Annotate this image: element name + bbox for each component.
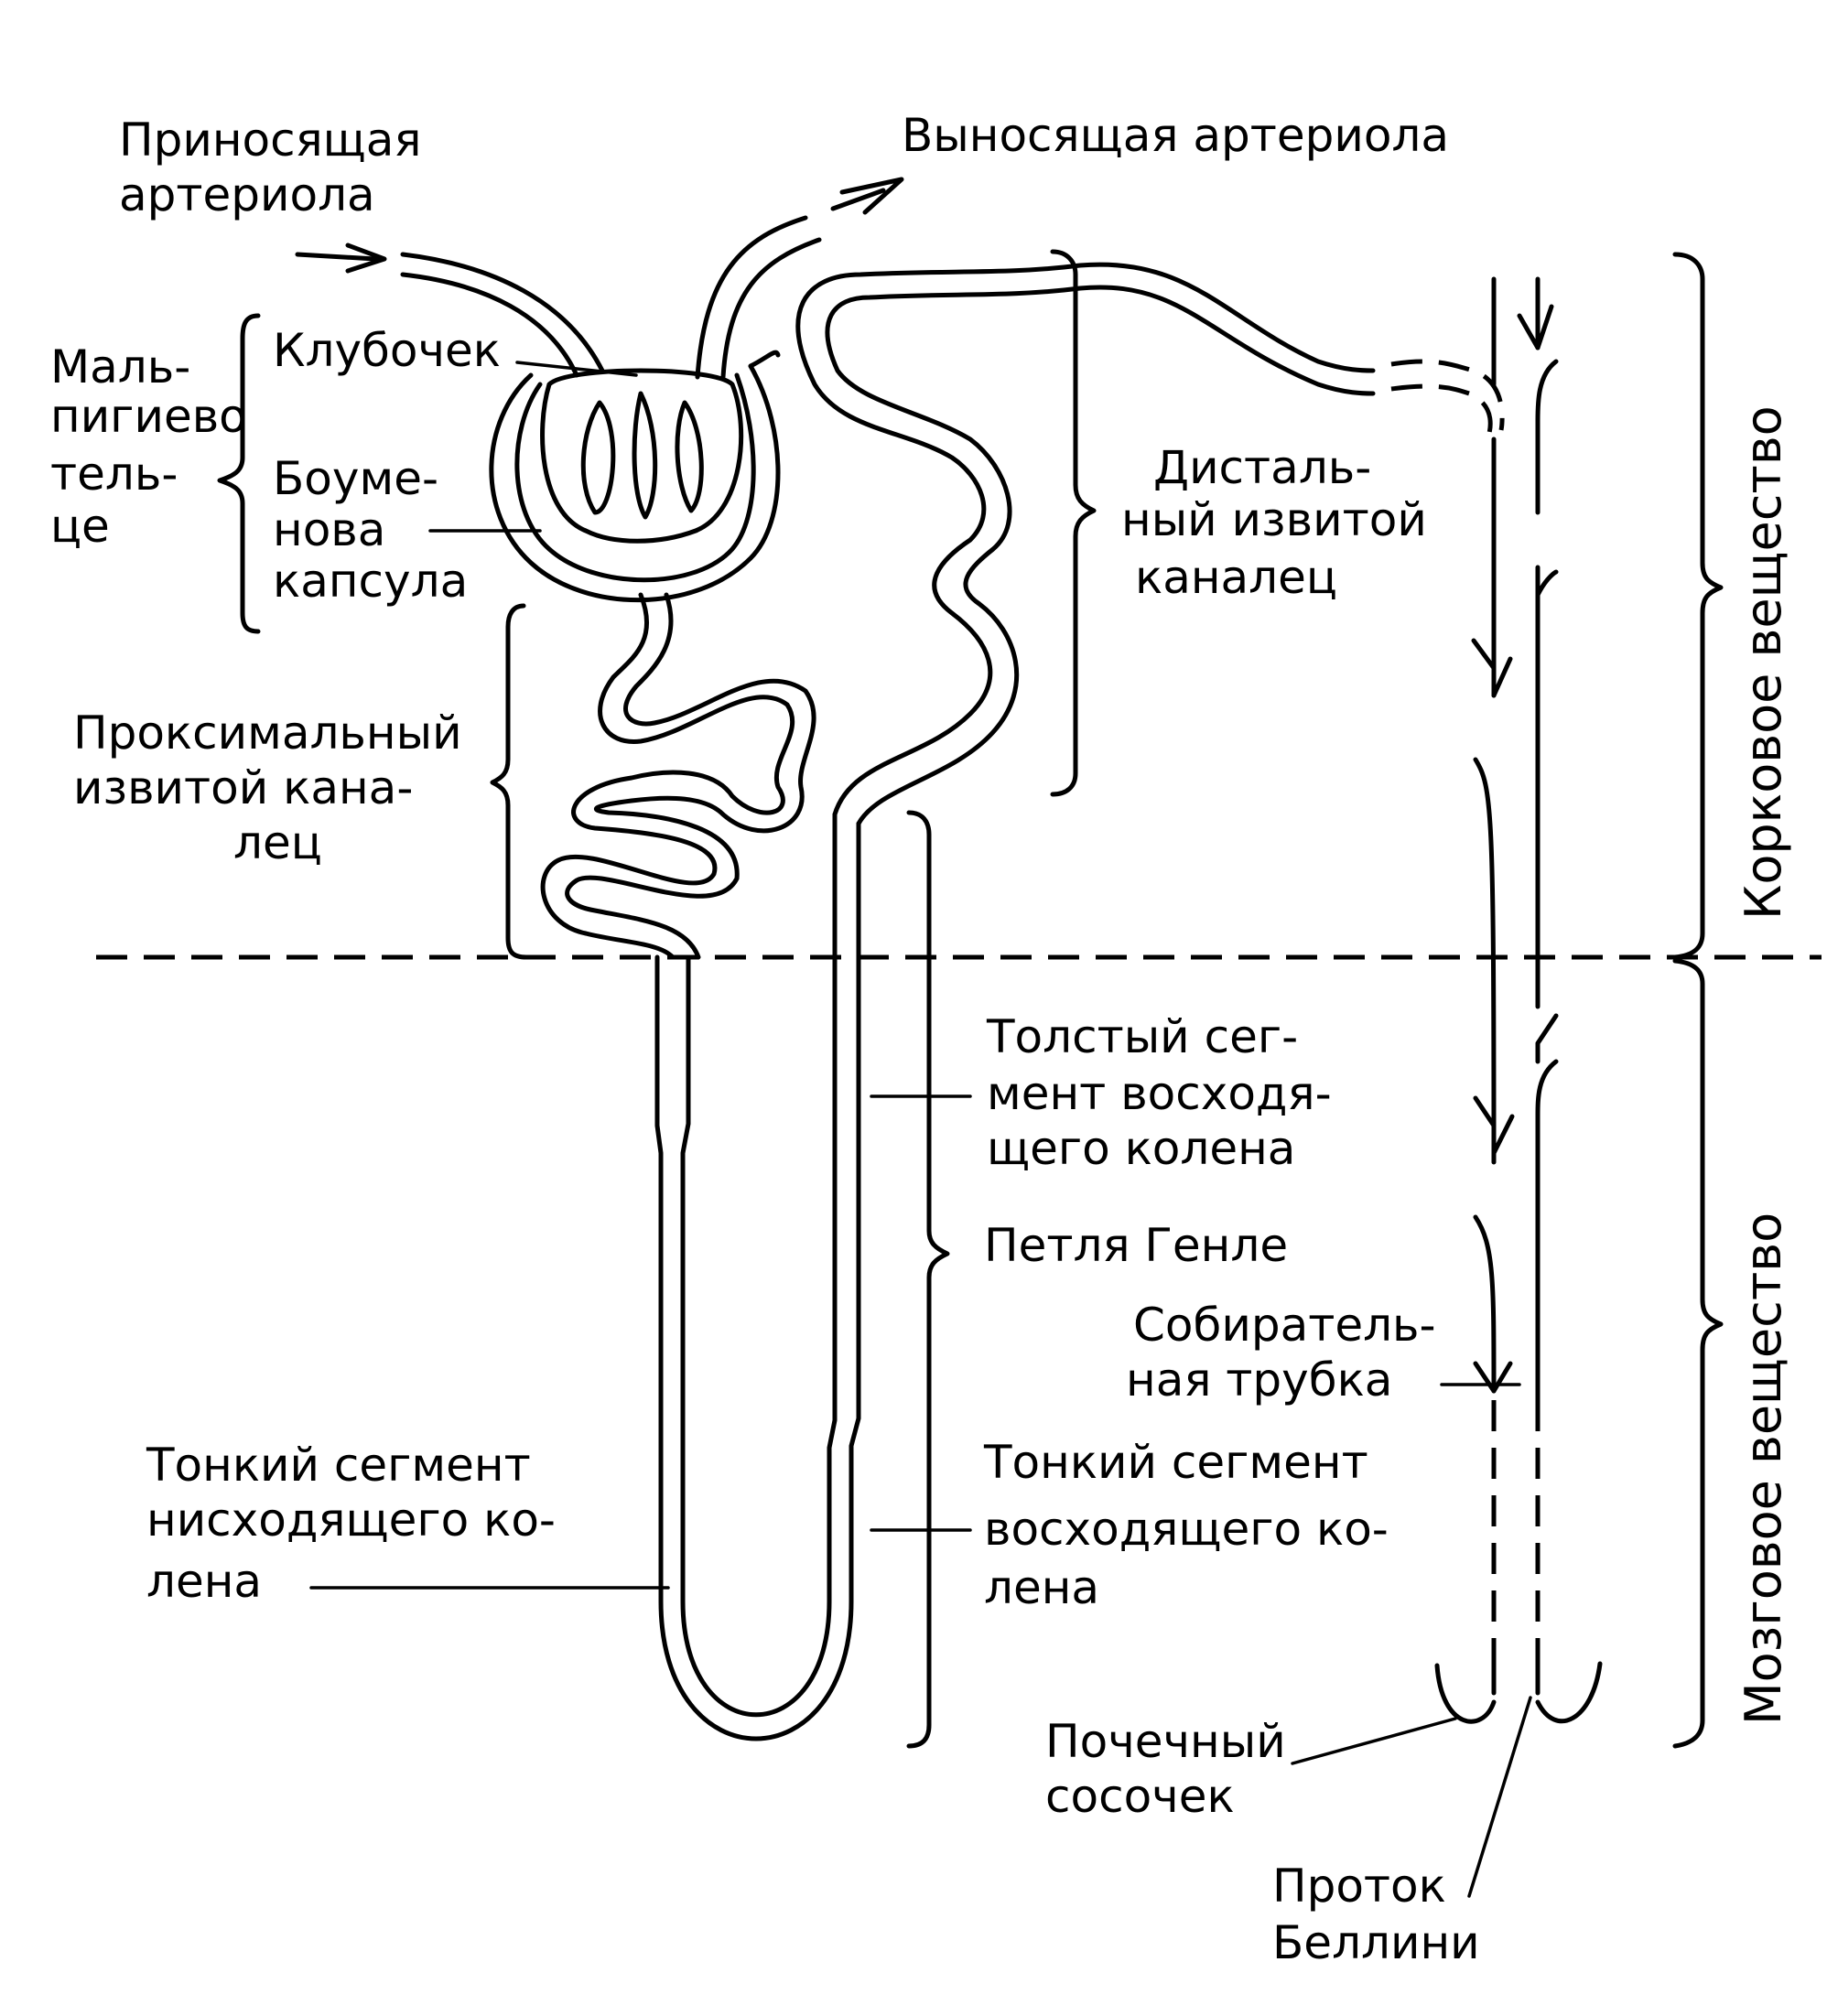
bowman-label-3: капсула [273, 555, 468, 608]
malpighian-label-2: пигиево [50, 390, 247, 443]
proximal-label-3: лец [233, 816, 322, 869]
glomerulus-leader [515, 361, 638, 377]
distal-tubule [795, 262, 1505, 826]
proximal-label-1: Проксимальный [73, 706, 462, 760]
bellini-leader [1467, 1696, 1532, 1898]
papilla-leader [1291, 1717, 1457, 1765]
papilla-label-1: Почечный [1045, 1715, 1286, 1768]
afferent-label-line2: артериола [119, 168, 375, 221]
cortex-label: Корковое вещество [1735, 405, 1792, 920]
efferent-label: Выносящая артериола [902, 109, 1449, 162]
efferent-arteriole [695, 177, 904, 380]
bowman-label-2: нова [273, 503, 385, 556]
medulla-label: Мозговое вещество [1735, 1213, 1792, 1725]
henle-label: Петля Генле [984, 1219, 1288, 1272]
malpighian-brace [217, 313, 261, 634]
thin-asc-label-3: лена [984, 1561, 1099, 1614]
thick-segment-label-2: мент восходя- [987, 1067, 1332, 1120]
renal-papilla [1434, 1661, 1603, 1724]
malpighian-label-3: тель- [50, 447, 178, 501]
afferent-arteriole [295, 243, 605, 378]
cortex-brace [1672, 252, 1724, 960]
loop-of-henle [654, 812, 861, 1741]
thin-asc-label-1: Тонкий сегмент [983, 1436, 1368, 1489]
afferent-label-line1: Приносящая [119, 113, 422, 167]
henle-brace [906, 810, 950, 1749]
bowman-label-1: Боуме- [273, 452, 438, 505]
proximal-tubule [540, 592, 816, 960]
distal-label-3: каналец [1135, 551, 1337, 604]
distal-label-2: ный извитой [1121, 493, 1427, 546]
bellini-label-2: Беллини [1272, 1916, 1480, 1969]
malpighian-label-4: це [50, 500, 110, 553]
bellini-label-1: Проток [1272, 1860, 1446, 1913]
glomerulus [540, 368, 744, 544]
thick-segment-label-1: Толстый сег- [986, 1010, 1298, 1063]
proximal-brace [490, 603, 529, 960]
proximal-label-2: извитой кана- [73, 761, 413, 814]
glomerulus-label: Клубочек [273, 324, 501, 377]
thin-asc-label-2: восходящего ко- [984, 1503, 1389, 1556]
collecting-label-2: ная трубка [1126, 1353, 1392, 1407]
thin-desc-label-3: лена [146, 1555, 262, 1608]
thin-desc-label-1: Тонкий сегмент [146, 1439, 531, 1492]
malpighian-label-1: Маль- [50, 340, 190, 393]
medulla-brace [1672, 958, 1724, 1749]
collecting-label-1: Собиратель- [1133, 1299, 1436, 1352]
distal-label-1: Дисталь- [1153, 441, 1371, 494]
papilla-label-2: сосочек [1045, 1770, 1235, 1823]
distal-brace [1050, 249, 1097, 797]
collecting-duct [1471, 276, 1559, 1696]
thin-desc-label-2: нисходящего ко- [146, 1493, 556, 1547]
thick-segment-label-3: щего колена [987, 1122, 1295, 1175]
